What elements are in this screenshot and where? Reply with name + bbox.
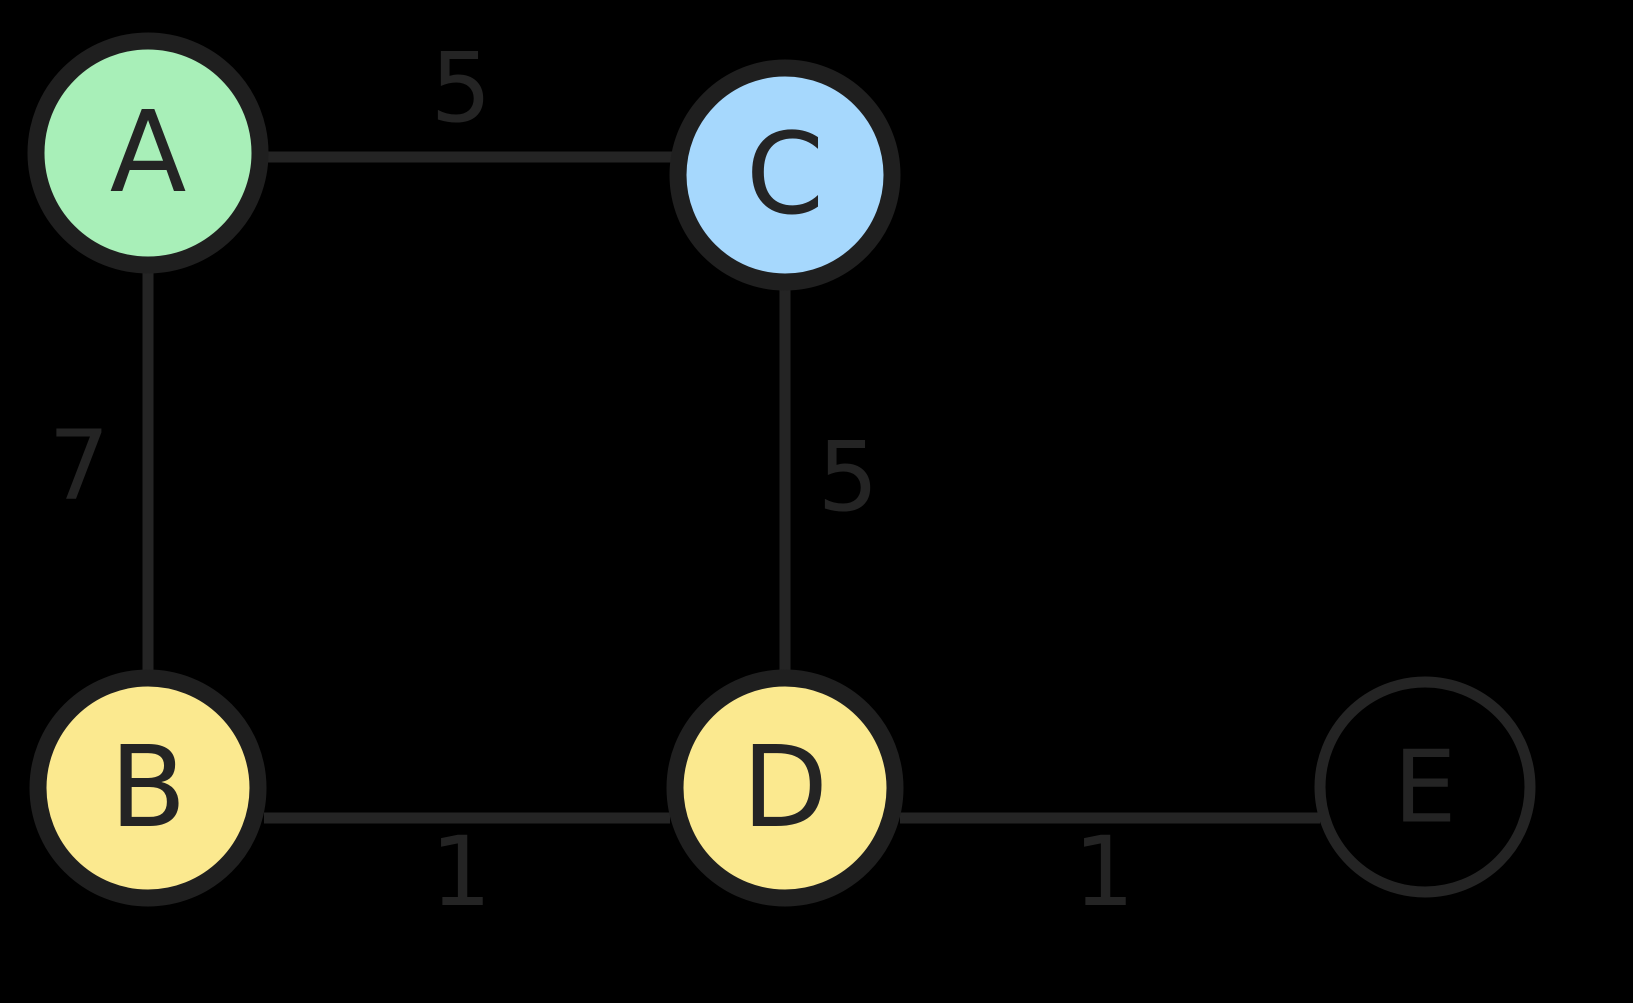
edge-weight-b-d: 1 bbox=[430, 816, 491, 928]
node-e-circle[interactable] bbox=[1314, 676, 1536, 898]
edge-weight-a-c: 5 bbox=[430, 32, 491, 144]
node-c-label: C bbox=[746, 110, 824, 240]
node-a-label: A bbox=[110, 88, 187, 218]
node-a-circle[interactable] bbox=[27, 32, 269, 274]
edge-weight-c-d: 5 bbox=[817, 421, 878, 533]
node-d-circle[interactable] bbox=[666, 669, 904, 907]
node-d[interactable]: D bbox=[666, 669, 904, 907]
edges-layer bbox=[142, 151, 1320, 824]
node-b-label: B bbox=[110, 723, 187, 853]
node-c[interactable]: C bbox=[669, 59, 901, 291]
edge-weight-d-e: 1 bbox=[1073, 816, 1134, 928]
node-e[interactable]: E bbox=[1314, 676, 1536, 898]
edge-weight-a-b: 7 bbox=[48, 410, 109, 522]
node-a[interactable]: A bbox=[27, 32, 269, 274]
nodes-layer: A C B D E bbox=[27, 32, 1536, 907]
node-b[interactable]: B bbox=[29, 669, 267, 907]
node-d-label: D bbox=[742, 723, 828, 853]
edge-weights-layer: 5 7 5 1 1 bbox=[48, 32, 1134, 928]
node-e-label: E bbox=[1393, 729, 1456, 846]
node-c-circle[interactable] bbox=[669, 59, 901, 291]
node-b-circle[interactable] bbox=[29, 669, 267, 907]
